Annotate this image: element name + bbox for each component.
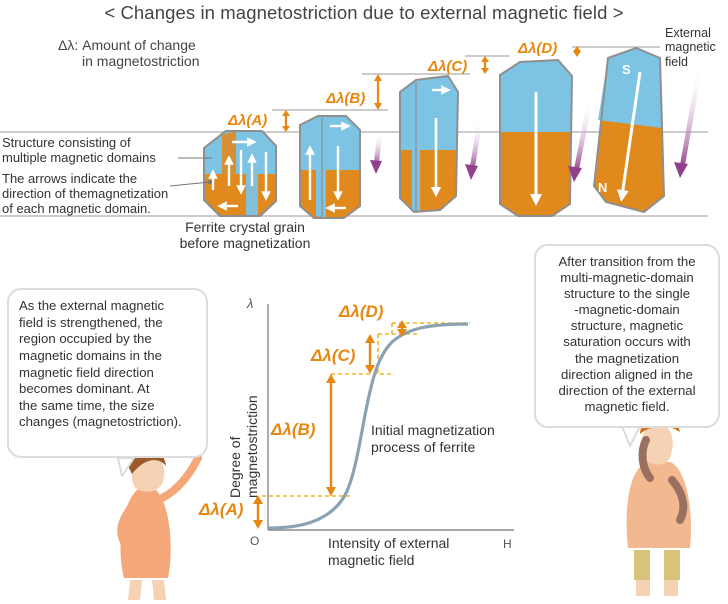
field-arrow-main	[679, 65, 703, 169]
legend-delta: Δλ: Amount of change in magnetostriction	[58, 37, 200, 69]
bubble-right-line-8: direction aligned in the	[561, 366, 693, 382]
y-axis-label-line-2: magnetostriction	[244, 395, 260, 498]
arrows-note-line-3: of each magnetic domain.	[2, 200, 151, 216]
legend-line-1: : Amount of change	[74, 37, 196, 53]
bubble-left-line-3: region occupied by the	[19, 331, 152, 347]
graph-delta-arrow-c	[365, 334, 375, 374]
delta-arrow-b	[374, 74, 382, 110]
bubble-left-line-2: field is strengthened, the	[19, 314, 163, 330]
grain-stage-b	[399, 74, 460, 214]
y-axis-symbol: λ	[246, 296, 253, 311]
curve-label: Initial magnetization process of ferrite	[371, 422, 495, 456]
bubble-right-line-6: saturation occurs with	[563, 334, 691, 350]
graph-delta-label-c: Δλ(C)	[311, 346, 356, 365]
bubble-left-line-4: magnetic domains in the	[19, 347, 162, 363]
structure-label: Structure consisting of multiple magneti…	[2, 135, 156, 166]
bubble-right-line-3: structure to the single	[563, 286, 691, 302]
bubble-right: After transition from the multi-magnetic…	[534, 244, 720, 428]
x-axis-label-line-2: magnetic field	[328, 551, 415, 568]
bubble-right-line-10: magnetic field.	[584, 398, 670, 414]
field-arrow-3	[573, 99, 593, 173]
x-axis-label-line-1: Intensity of external	[328, 535, 450, 551]
curve-label-line-2: process of ferrite	[371, 438, 476, 455]
graph-delta-label-a: Δλ(A)	[199, 500, 244, 519]
bubble-right-line-4: -magnetic-domain	[574, 302, 680, 318]
bubble-left-line-7: the same time, the size	[19, 397, 155, 413]
legend-symbol: Δλ	[58, 37, 75, 53]
grain-saturated: S N	[592, 46, 666, 214]
x-axis-end-label: H	[503, 537, 512, 551]
legend-line-2: in magnetostriction	[82, 53, 200, 70]
graph-delta-arrow-d	[397, 320, 407, 337]
field-arrow-2	[469, 119, 483, 171]
external-field-line-2: magnetic	[665, 40, 716, 55]
curve-label-line-1: Initial magnetization	[371, 422, 495, 438]
pole-s: S	[622, 62, 631, 77]
bubble-left-line-8: changes (magnetostriction).	[19, 414, 182, 430]
grain-label: Ferrite crystal grain before magnetizati…	[160, 219, 330, 251]
delta-label-top-b: Δλ(B)	[326, 90, 366, 107]
grain-label-line-1: Ferrite crystal grain	[185, 219, 305, 235]
grain-stage-c	[499, 58, 574, 217]
graph-delta-arrow-a	[253, 495, 263, 529]
bubble-left-line-1: As the external magnetic	[19, 298, 165, 313]
bubble-right-line-7: the magnetization	[574, 350, 680, 366]
grain-label-line-2: before magnetization	[179, 235, 311, 252]
external-field-label: External magnetic field	[665, 26, 716, 69]
arrows-note-line-1: The arrows indicate the	[2, 171, 138, 186]
character-left	[117, 449, 202, 600]
bubble-right-line-9: direction of the external	[558, 382, 696, 398]
character-right	[626, 417, 692, 596]
grain-stage-a	[299, 115, 361, 219]
structure-line-2: multiple magnetic domains	[2, 149, 156, 165]
delta-label-top-d: Δλ(D)	[518, 40, 558, 57]
field-arrow-1	[373, 131, 383, 167]
external-field-line-1: External	[665, 26, 711, 40]
external-field-line-3: field	[665, 54, 688, 69]
field-arrowhead-main	[674, 162, 688, 178]
arrows-note-line-2: direction of themagnetization	[2, 185, 169, 201]
field-arrowhead-3	[568, 166, 582, 182]
delta-label-top-a: Δλ(A)	[228, 112, 268, 129]
bubble-right-line-1: After transition from the	[558, 254, 696, 269]
figure-title: < Changes in magnetostriction due to ext…	[104, 2, 624, 23]
graph-delta-label-b: Δλ(B)	[271, 420, 316, 439]
pole-n: N	[598, 180, 607, 195]
delta-arrow-c	[481, 56, 489, 74]
domain-diagram: S N	[0, 46, 708, 219]
arrows-note: The arrows indicate the direction of the…	[2, 171, 169, 217]
graph-delta-label-d: Δλ(D)	[339, 302, 384, 321]
bubble-left-line-5: magnetic field direction	[19, 364, 154, 380]
field-arrowhead-1	[370, 160, 382, 174]
bubble-right-line-2: multi-magnetic-domain	[560, 270, 694, 286]
x-axis-label: Intensity of external magnetic field	[328, 535, 449, 569]
delta-arrow-a	[282, 110, 290, 132]
graph-delta-arrow-b	[326, 374, 336, 496]
delta-arrow-d	[573, 46, 581, 57]
pointer-arrows	[169, 181, 211, 187]
bubble-left-line-6: becomes dominant. At	[19, 381, 150, 397]
bubble-right-line-5: structure, magnetic	[570, 318, 684, 334]
bubble-left: As the external magnetic field is streng…	[7, 288, 208, 458]
delta-label-top-c: Δλ(C)	[428, 58, 468, 75]
magnetization-curve	[267, 322, 469, 530]
bubble-left-tail	[117, 457, 135, 477]
structure-line-1: Structure consisting of	[2, 135, 131, 150]
grain-initial	[203, 130, 277, 217]
y-axis-label-line-1: Degree of	[227, 436, 243, 498]
field-arrowhead-2	[465, 164, 478, 180]
bubble-right-tail	[621, 425, 641, 447]
origin-label: O	[250, 534, 259, 548]
